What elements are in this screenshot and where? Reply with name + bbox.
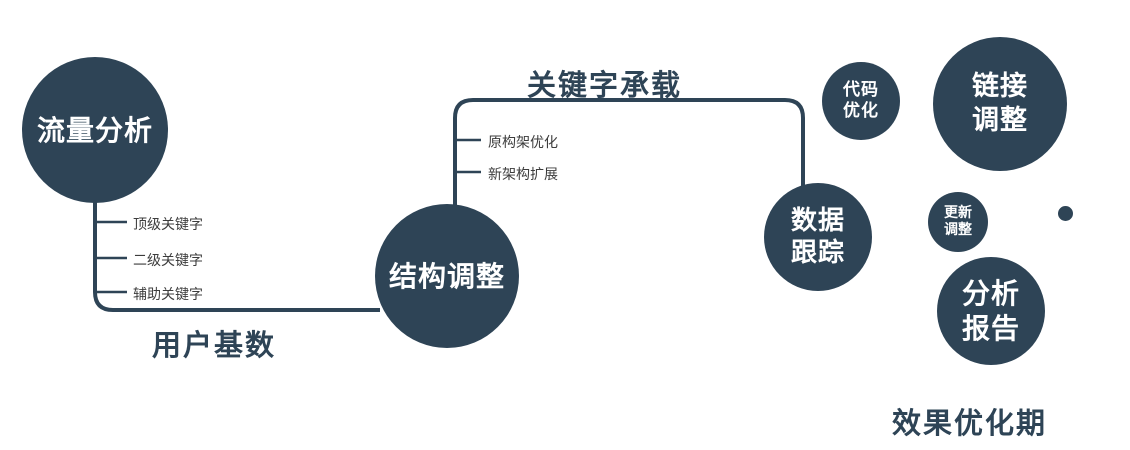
node-link-adjustment-line2: 调整 — [972, 105, 1028, 136]
node-traffic-analysis: 流量分析 — [22, 57, 168, 203]
node-link-adjustment-line1: 链接 — [972, 71, 1028, 103]
small-dot-marker — [1058, 206, 1073, 221]
node-analysis-report-line2: 报告 — [961, 312, 1020, 345]
edge-label-user-base: 用户基数 — [152, 328, 277, 362]
node-analysis-report: 分析 报告 — [937, 257, 1045, 365]
node-data-tracking-line1: 数据 — [790, 205, 845, 236]
node-update-adjustment-line1: 更新 — [944, 204, 972, 221]
node-update-adjustment-line2: 调整 — [944, 222, 972, 238]
edge-structure-to-data — [453, 98, 805, 206]
edge-traffic-tick-marks — [95, 220, 127, 294]
node-code-optimization-line2: 优化 — [843, 101, 879, 121]
branch-label-new-architecture: 新架构扩展 — [488, 167, 558, 183]
branch-label-secondary-keywords: 二级关键字 — [133, 253, 203, 269]
phase-label-effect-optimization: 效果优化期 — [892, 406, 1048, 440]
node-traffic-analysis-label: 流量分析 — [36, 113, 153, 147]
node-code-optimization: 代码 优化 — [822, 62, 900, 140]
node-data-tracking-line2: 跟踪 — [790, 238, 845, 268]
edge-label-keyword-carry: 关键字承载 — [527, 68, 683, 102]
edge-structure-tick-marks — [455, 138, 481, 174]
node-analysis-report-line1: 分析 — [961, 277, 1020, 310]
node-structure-adjustment-label: 结构调整 — [388, 259, 505, 293]
node-update-adjustment: 更新 调整 — [928, 192, 988, 252]
node-structure-adjustment: 结构调整 — [375, 204, 519, 348]
branch-label-top-keywords: 顶级关键字 — [133, 217, 203, 233]
branch-label-auxiliary-keywords: 辅助关键字 — [133, 287, 203, 303]
node-data-tracking: 数据 跟踪 — [764, 183, 872, 291]
branch-label-original-architecture: 原构架优化 — [488, 135, 558, 151]
node-link-adjustment: 链接 调整 — [933, 37, 1067, 171]
node-code-optimization-line1: 代码 — [843, 79, 879, 100]
